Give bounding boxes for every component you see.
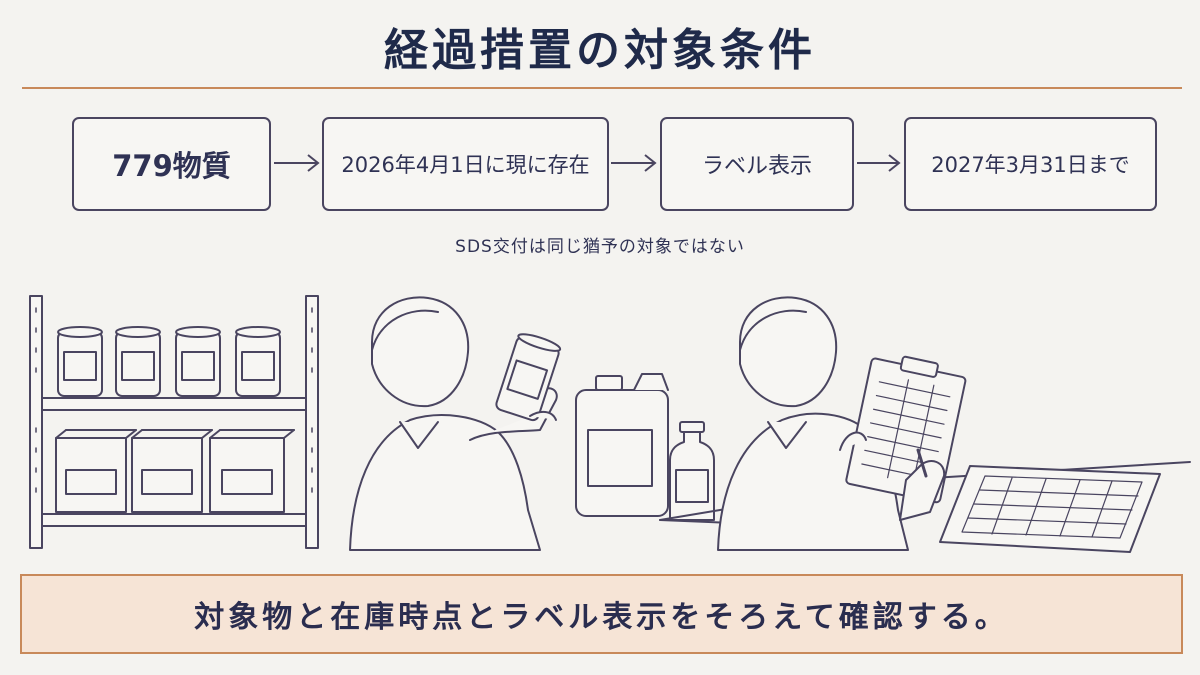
arrow-icon	[274, 154, 320, 172]
flow-label-substances: 779物質	[112, 149, 231, 183]
shelf-illustration	[29, 295, 319, 549]
sds-note: SDS交付は同じ猶予の対象ではない	[455, 237, 745, 257]
summary-banner: 対象物と在庫時点とラベル表示をそろえて確認する。	[20, 574, 1183, 654]
jerrycan-illustration	[575, 373, 669, 517]
flow-box-substances: 779物質	[72, 117, 271, 211]
document-sheet-illustration	[939, 465, 1161, 553]
summary-text: 対象物と在庫時点とラベル表示をそろえて確認する。	[194, 600, 1009, 635]
flow-label-existing: 2026年4月1日に現に存在	[341, 153, 590, 177]
flow-label-label: ラベル表示	[701, 154, 812, 179]
flow-box-label: ラベル表示	[660, 117, 854, 211]
flow-label-deadline: 2027年3月31日まで	[931, 153, 1130, 177]
warehouse-illustration	[29, 295, 1191, 553]
flow-box-deadline: 2027年3月31日まで	[904, 117, 1157, 211]
worker-with-clipboard	[717, 296, 967, 551]
arrow-icon	[857, 154, 901, 172]
page-title: 経過措置の対象条件	[384, 25, 816, 76]
arrow-icon	[611, 154, 657, 172]
bottle-illustration	[669, 421, 715, 521]
flow-box-existing: 2026年4月1日に現に存在	[322, 117, 609, 211]
title-divider	[22, 87, 1182, 89]
worker-inspecting-can	[349, 296, 562, 551]
